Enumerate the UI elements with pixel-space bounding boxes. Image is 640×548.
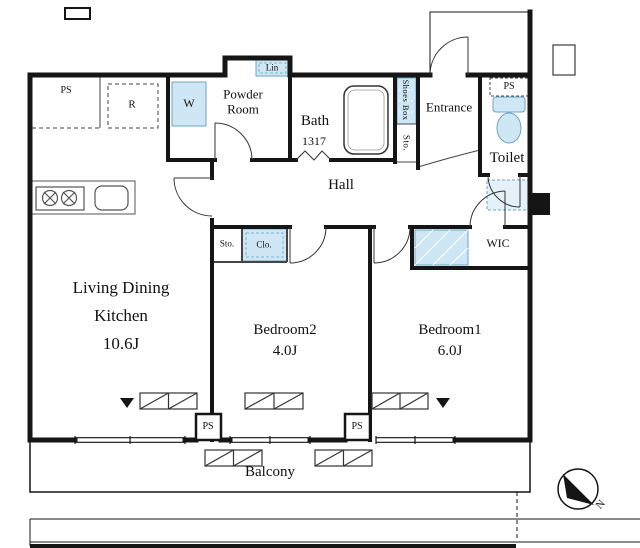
closet-inner-dashes — [245, 232, 284, 258]
toilet-label: Toilet — [489, 150, 525, 167]
balcony-label: Balcony — [245, 464, 295, 481]
linen-inner-dashes — [258, 62, 287, 74]
bedroom1-size: 6.0J — [437, 342, 463, 359]
refrigerator-space — [107, 83, 159, 129]
bath-folding-door — [295, 150, 332, 161]
wet-area-details — [399, 89, 469, 266]
wic-label: WIC — [486, 235, 510, 250]
right-wall-pillar — [530, 193, 550, 215]
bath-size-label: 1317 — [302, 133, 326, 148]
opening-direction-markers — [120, 398, 450, 408]
sink-icon — [94, 185, 129, 211]
balcony-outline — [29, 440, 531, 493]
door-arcs — [173, 36, 521, 264]
powder-room-line2: Room — [227, 102, 259, 117]
entrance-label: Entrance — [425, 99, 473, 115]
ps-boxes — [194, 412, 372, 442]
label-ps-top-left: PS — [60, 85, 72, 97]
bathtub-icon — [343, 85, 389, 155]
exterior-structures — [64, 7, 576, 76]
entrance-step-line — [417, 149, 481, 168]
wic-shelf-area — [414, 229, 469, 266]
label-storage-hall: Sto. — [219, 238, 235, 249]
ldk-size: 10.6J — [102, 334, 140, 353]
bedroom1-label: Bedroom1 6.0J — [418, 322, 481, 360]
washer-box — [171, 81, 207, 127]
stove-icon — [35, 186, 85, 211]
upper-storage-dashed — [486, 179, 530, 211]
label-ps-bottom-left: PS — [202, 421, 214, 433]
label-ps-top-right: PS — [503, 81, 515, 93]
powder-room-line1: Powder — [223, 86, 263, 102]
compass-north-icon — [557, 468, 599, 510]
label-linen: Lin — [265, 62, 279, 73]
bath-label: Bath — [300, 113, 330, 130]
label-refrigerator: R — [128, 98, 136, 111]
toilet-icon — [492, 96, 526, 144]
walls — [27, 9, 550, 443]
label-shoes-box: Shoes Box — [401, 79, 412, 121]
bedroom2-label: Bedroom2 4.0J — [253, 322, 316, 360]
label-washer: W — [183, 95, 195, 110]
bedroom2-size: 4.0J — [272, 342, 298, 359]
label-closet: Clo. — [256, 239, 272, 250]
bedroom2-name: Bedroom2 — [253, 321, 317, 338]
sliding-panels — [139, 392, 429, 467]
powder-room-label: Powder Room — [223, 87, 263, 118]
label-ps-bottom-right: PS — [351, 421, 363, 433]
hall-label: Hall — [328, 177, 354, 194]
ldk-line2: Kitchen — [94, 306, 148, 325]
windows — [74, 436, 456, 444]
bedroom1-name: Bedroom1 — [418, 321, 482, 338]
label-storage-entrance: Sto. — [401, 134, 412, 152]
thin-lines — [32, 77, 529, 263]
site-boundary-lines — [29, 492, 640, 548]
ldk-line1: Living Dining — [72, 278, 170, 297]
ldk-label: Living Dining Kitchen 10.6J — [73, 274, 170, 358]
